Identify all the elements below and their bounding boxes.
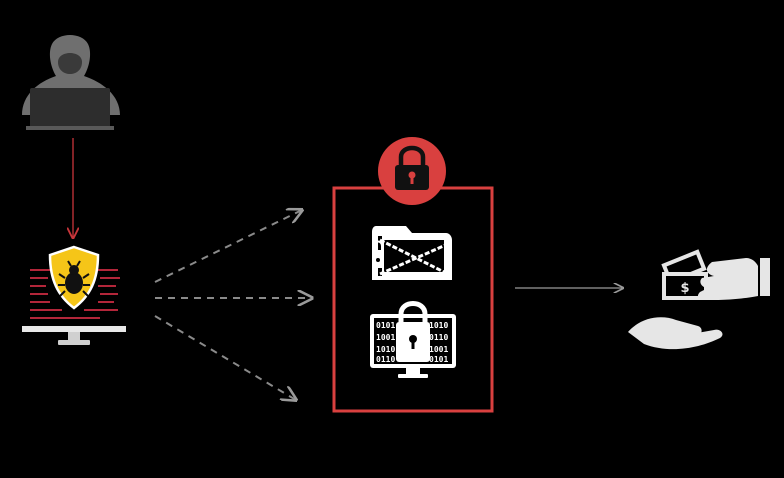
svg-text:1001: 1001 [376, 333, 395, 342]
encrypted-assets-box: 0101 1001 1010 0110 1010 0110 1001 0101 [332, 137, 494, 413]
svg-text:1010: 1010 [376, 345, 395, 354]
svg-text:0110: 0110 [429, 333, 448, 342]
hooded-hacker-icon [22, 35, 120, 130]
dashed-arrow-up [154, 210, 302, 283]
receiving-hand-icon [628, 317, 723, 350]
svg-text:$: $ [680, 281, 689, 296]
cash-notes-icon: $ [661, 249, 708, 300]
spread-arrows [154, 210, 312, 400]
infected-computer-icon [22, 245, 126, 345]
giving-hand-icon [697, 258, 770, 300]
svg-text:1001: 1001 [429, 345, 448, 354]
svg-text:0110: 0110 [376, 355, 395, 364]
dashed-arrow-down [154, 315, 296, 400]
svg-text:0101: 0101 [376, 321, 395, 330]
hand-paying-cash-icon: $ [628, 249, 770, 350]
chained-folder-icon [372, 226, 452, 280]
svg-text:1010: 1010 [429, 321, 448, 330]
locked-binary-monitor-icon: 0101 1001 1010 0110 1010 0110 1001 0101 [370, 301, 456, 378]
svg-text:0101: 0101 [429, 355, 448, 364]
shield-bug-icon [48, 245, 100, 310]
padlock-badge-icon [378, 137, 446, 205]
